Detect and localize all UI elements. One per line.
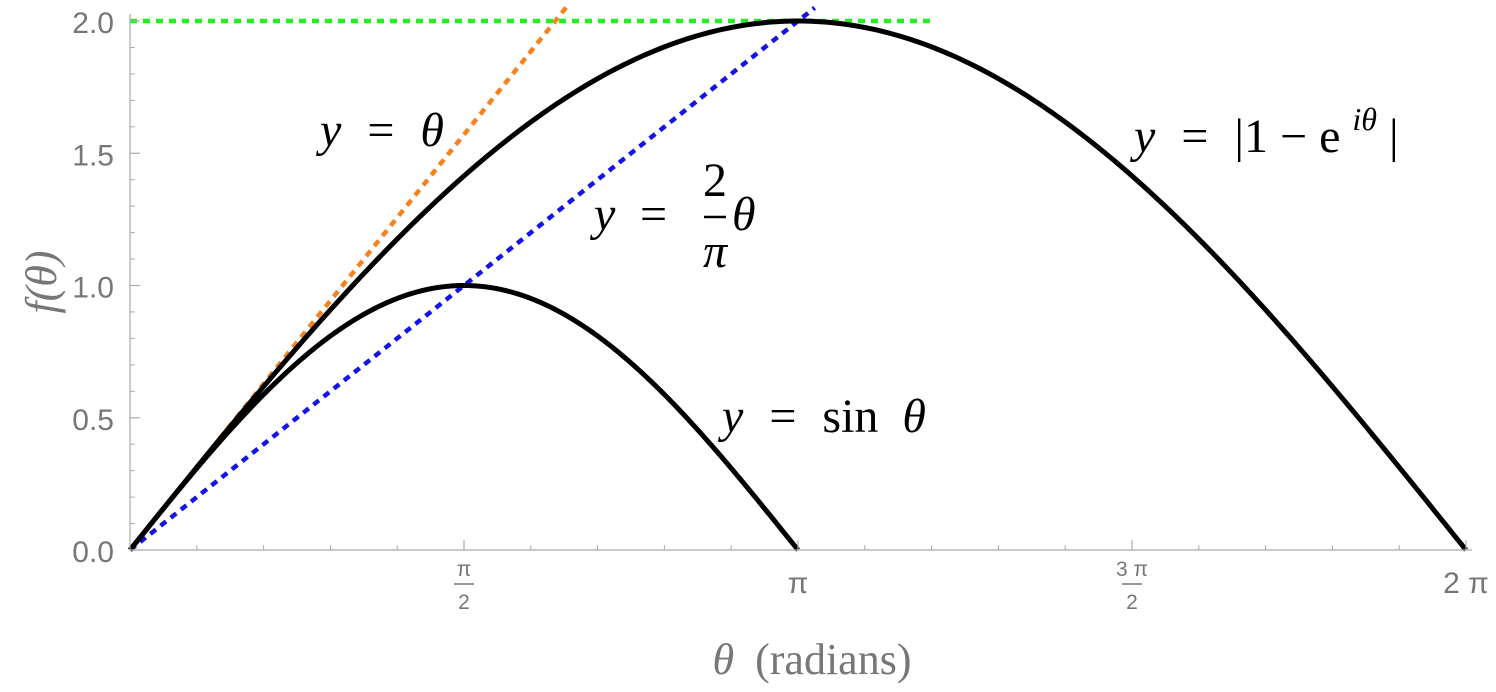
annotation-two-over-pi: y = 2 π θ <box>589 154 756 278</box>
series-line <box>128 283 800 552</box>
x-tick-label-den: 2 <box>458 591 470 614</box>
annotation-sin-eq: = <box>769 390 796 443</box>
annotation-theta: y = θ <box>315 104 444 157</box>
annotation-two-over-pi-y: y <box>589 188 616 241</box>
y-tick-label: 0.5 <box>72 404 114 437</box>
series-layer <box>128 3 1468 552</box>
annotation-abs-post: | <box>1389 110 1399 163</box>
series-line <box>128 18 1468 552</box>
y-tick-label: 0.0 <box>72 536 114 569</box>
annotation-two-over-pi-var: θ <box>732 188 756 241</box>
y-tick-label: 2.0 <box>72 7 114 40</box>
annotation-theta-rhs: θ <box>420 104 444 157</box>
y-tick-label: 1.0 <box>72 272 114 305</box>
annotation-abs-y: y <box>1129 110 1156 163</box>
annotation-sin: y = sin θ <box>717 390 926 443</box>
axes <box>129 14 1472 551</box>
x-tick-label-num: π <box>457 558 472 581</box>
annotation-sin-var: θ <box>902 390 926 443</box>
x-tick-label: π <box>788 567 809 600</box>
annotation-theta-eq: = <box>367 104 394 157</box>
x-tick-label-den: 2 <box>1126 591 1138 614</box>
x-axis-title-rest: (radians) <box>755 635 911 684</box>
annotation-sin-y: y <box>717 390 744 443</box>
annotation-abs: y = |1 − e iθ | <box>1129 88 1399 163</box>
annotation-two-over-pi-den: π <box>703 225 729 278</box>
annotation-theta-y: y <box>315 104 342 157</box>
y-tick-label: 1.5 <box>72 139 114 172</box>
x-axis-title: θ (radians) <box>713 635 912 684</box>
series-line <box>128 6 817 552</box>
y-axis-title: f(θ) <box>17 250 66 313</box>
annotation-abs-eq: = <box>1181 110 1208 163</box>
annotation-abs-pre: |1 − e <box>1234 110 1340 163</box>
annotation-sin-fn: sin <box>822 390 878 443</box>
annotation-abs-sup: iθ <box>1352 101 1377 137</box>
x-tick-label-num: 3 π <box>1116 558 1148 581</box>
annotation-two-over-pi-eq: = <box>640 188 667 241</box>
ticks: 0.0 0.5 1.0 1.5 2.0 π 2 π 3 π 2 2 π <box>72 7 1489 614</box>
x-tick-label: 2 π <box>1443 567 1489 600</box>
annotation-two-over-pi-num: 2 <box>703 154 727 207</box>
x-axis-title-symbol: θ <box>713 635 735 684</box>
